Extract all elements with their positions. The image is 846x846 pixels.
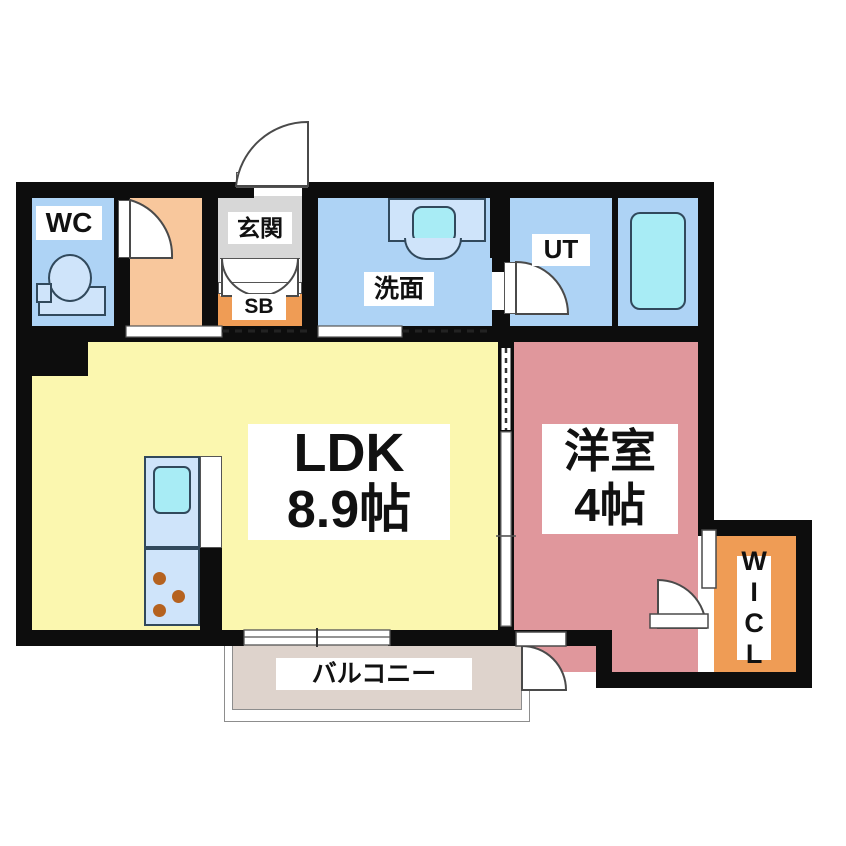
label-genkan: 玄関	[228, 212, 292, 244]
wall-mid-horizontal-right	[490, 326, 714, 342]
stove-burner-1-icon	[153, 572, 166, 585]
wall-left-upper	[16, 182, 32, 342]
label-bedroom-size: 4帖	[542, 476, 678, 534]
kitchen-partition-wall	[200, 548, 222, 630]
kitchen-stove-unit-icon	[144, 548, 200, 626]
wall-ldk-bottom-left	[16, 630, 244, 646]
stove-burner-2-icon	[172, 590, 185, 603]
stove-burner-3-icon	[153, 604, 166, 617]
wall-senmen-right	[490, 182, 510, 272]
wall-bedroom-bottom	[596, 672, 714, 688]
bathtub-icon	[630, 212, 686, 310]
label-ldk-size: 8.9帖	[248, 480, 450, 540]
wall-genkan-right	[302, 182, 318, 342]
label-ut: UT	[532, 234, 590, 266]
kitchen-sink-basin-icon	[153, 466, 191, 514]
genkan-threshold	[218, 282, 302, 294]
label-wicl: WICL	[737, 546, 771, 670]
label-wc: WC	[36, 206, 102, 240]
room-floor-ldk-upper	[58, 336, 510, 380]
senmen-notch-fill	[462, 258, 492, 326]
kitchen-side-panel	[200, 456, 222, 548]
toilet-bowl-icon	[48, 254, 92, 302]
label-senmen: 洗面	[364, 272, 434, 306]
label-bedroom-name: 洋室	[542, 424, 678, 478]
toilet-flush-handle-icon	[36, 283, 52, 303]
label-balcony: バルコニー	[276, 658, 472, 690]
wall-mid-horizontal-mid	[254, 326, 510, 342]
room-floor-hall	[128, 196, 212, 326]
wall-right-bedroom	[698, 326, 714, 536]
wall-mid-horizontal-left	[16, 326, 254, 342]
wall-bath-left	[612, 182, 618, 332]
label-shoe-box: SB	[232, 294, 286, 320]
wall-ldk-bedroom-divider	[498, 336, 514, 636]
wall-ut-left-lower	[490, 310, 510, 342]
ut-door-leaf	[504, 262, 516, 314]
wall-left-lower	[16, 326, 32, 644]
wall-top-left	[16, 182, 254, 198]
wall-wicl-bottom	[698, 672, 812, 688]
wall-wicl-top	[698, 520, 812, 536]
wall-right-upper	[698, 182, 714, 342]
wall-hall-right	[202, 182, 218, 342]
hall-door-leaf	[118, 200, 130, 258]
label-ldk-name: LDK	[248, 424, 450, 482]
wall-ldk-bottom-right	[388, 630, 524, 646]
wall-wicl-right	[796, 520, 812, 688]
wall-bedroom-notch	[510, 630, 612, 646]
entrance-door-leaf	[236, 172, 308, 188]
